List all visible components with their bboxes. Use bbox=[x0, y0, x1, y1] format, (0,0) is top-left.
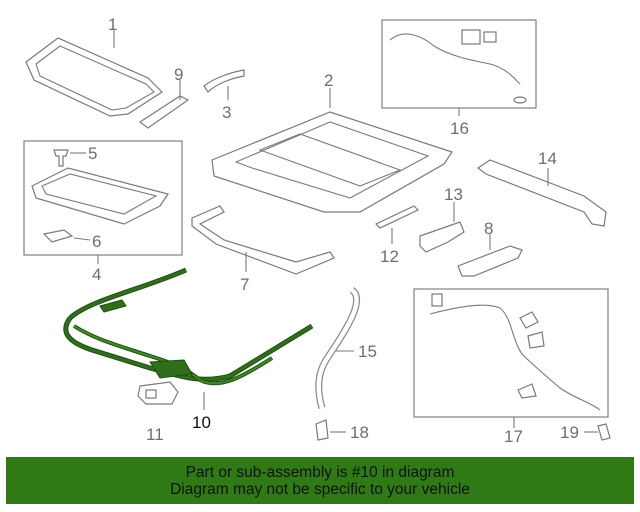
part-5-screw bbox=[53, 149, 86, 167]
part-17-box bbox=[413, 288, 609, 418]
callout-17: 17 bbox=[504, 427, 523, 446]
info-banner: Part or sub-assembly is #10 in diagram D… bbox=[6, 457, 634, 504]
callout-1: 1 bbox=[108, 15, 117, 34]
callout-11: 11 bbox=[146, 425, 164, 444]
part-13-bracket bbox=[419, 202, 465, 253]
part-7-trim bbox=[191, 205, 335, 275]
part-6-pad bbox=[42, 229, 91, 243]
callout-15: 15 bbox=[358, 342, 377, 361]
callout-19: 19 bbox=[560, 423, 579, 442]
part-17-harness bbox=[429, 293, 601, 411]
part-16-box bbox=[381, 19, 537, 109]
part-14-rail bbox=[476, 159, 607, 227]
part-1-glass bbox=[25, 30, 163, 117]
banner-line-2: Diagram may not be specific to your vehi… bbox=[170, 480, 470, 498]
part-12-strip bbox=[374, 205, 420, 244]
part-2-frame bbox=[211, 88, 453, 213]
banner-line-1: Part or sub-assembly is #10 in diagram bbox=[185, 463, 455, 481]
part-8-bracket bbox=[457, 234, 523, 277]
callout-4: 4 bbox=[92, 265, 101, 284]
callout-6: 6 bbox=[92, 232, 101, 251]
callout-13: 13 bbox=[444, 185, 463, 204]
callout-7: 7 bbox=[240, 275, 249, 294]
part-16-hose bbox=[389, 29, 527, 104]
part-3-clip bbox=[203, 69, 245, 100]
callout-14: 14 bbox=[538, 149, 557, 168]
parts-diagram: 1 2 3 4 5 6 7 8 9 10 11 12 13 14 15 16 1… bbox=[23, 15, 611, 446]
part-15-hose bbox=[315, 287, 361, 409]
callout-5: 5 bbox=[88, 144, 97, 163]
callout-18: 18 bbox=[350, 423, 369, 442]
part-9-strip bbox=[138, 80, 190, 129]
callout-12: 12 bbox=[380, 247, 399, 266]
callout-9: 9 bbox=[174, 65, 183, 84]
callout-2: 2 bbox=[324, 71, 333, 90]
callout-3: 3 bbox=[222, 103, 231, 122]
part-10-assembly bbox=[63, 267, 314, 410]
callout-8: 8 bbox=[484, 219, 493, 238]
part-4-box bbox=[23, 140, 183, 256]
part-11-motor bbox=[137, 381, 179, 405]
part-19-clip bbox=[584, 423, 611, 441]
callout-16: 16 bbox=[450, 119, 469, 138]
callout-10: 10 bbox=[192, 413, 211, 432]
part-18-clip bbox=[315, 419, 346, 441]
part-4-shade bbox=[31, 167, 169, 225]
